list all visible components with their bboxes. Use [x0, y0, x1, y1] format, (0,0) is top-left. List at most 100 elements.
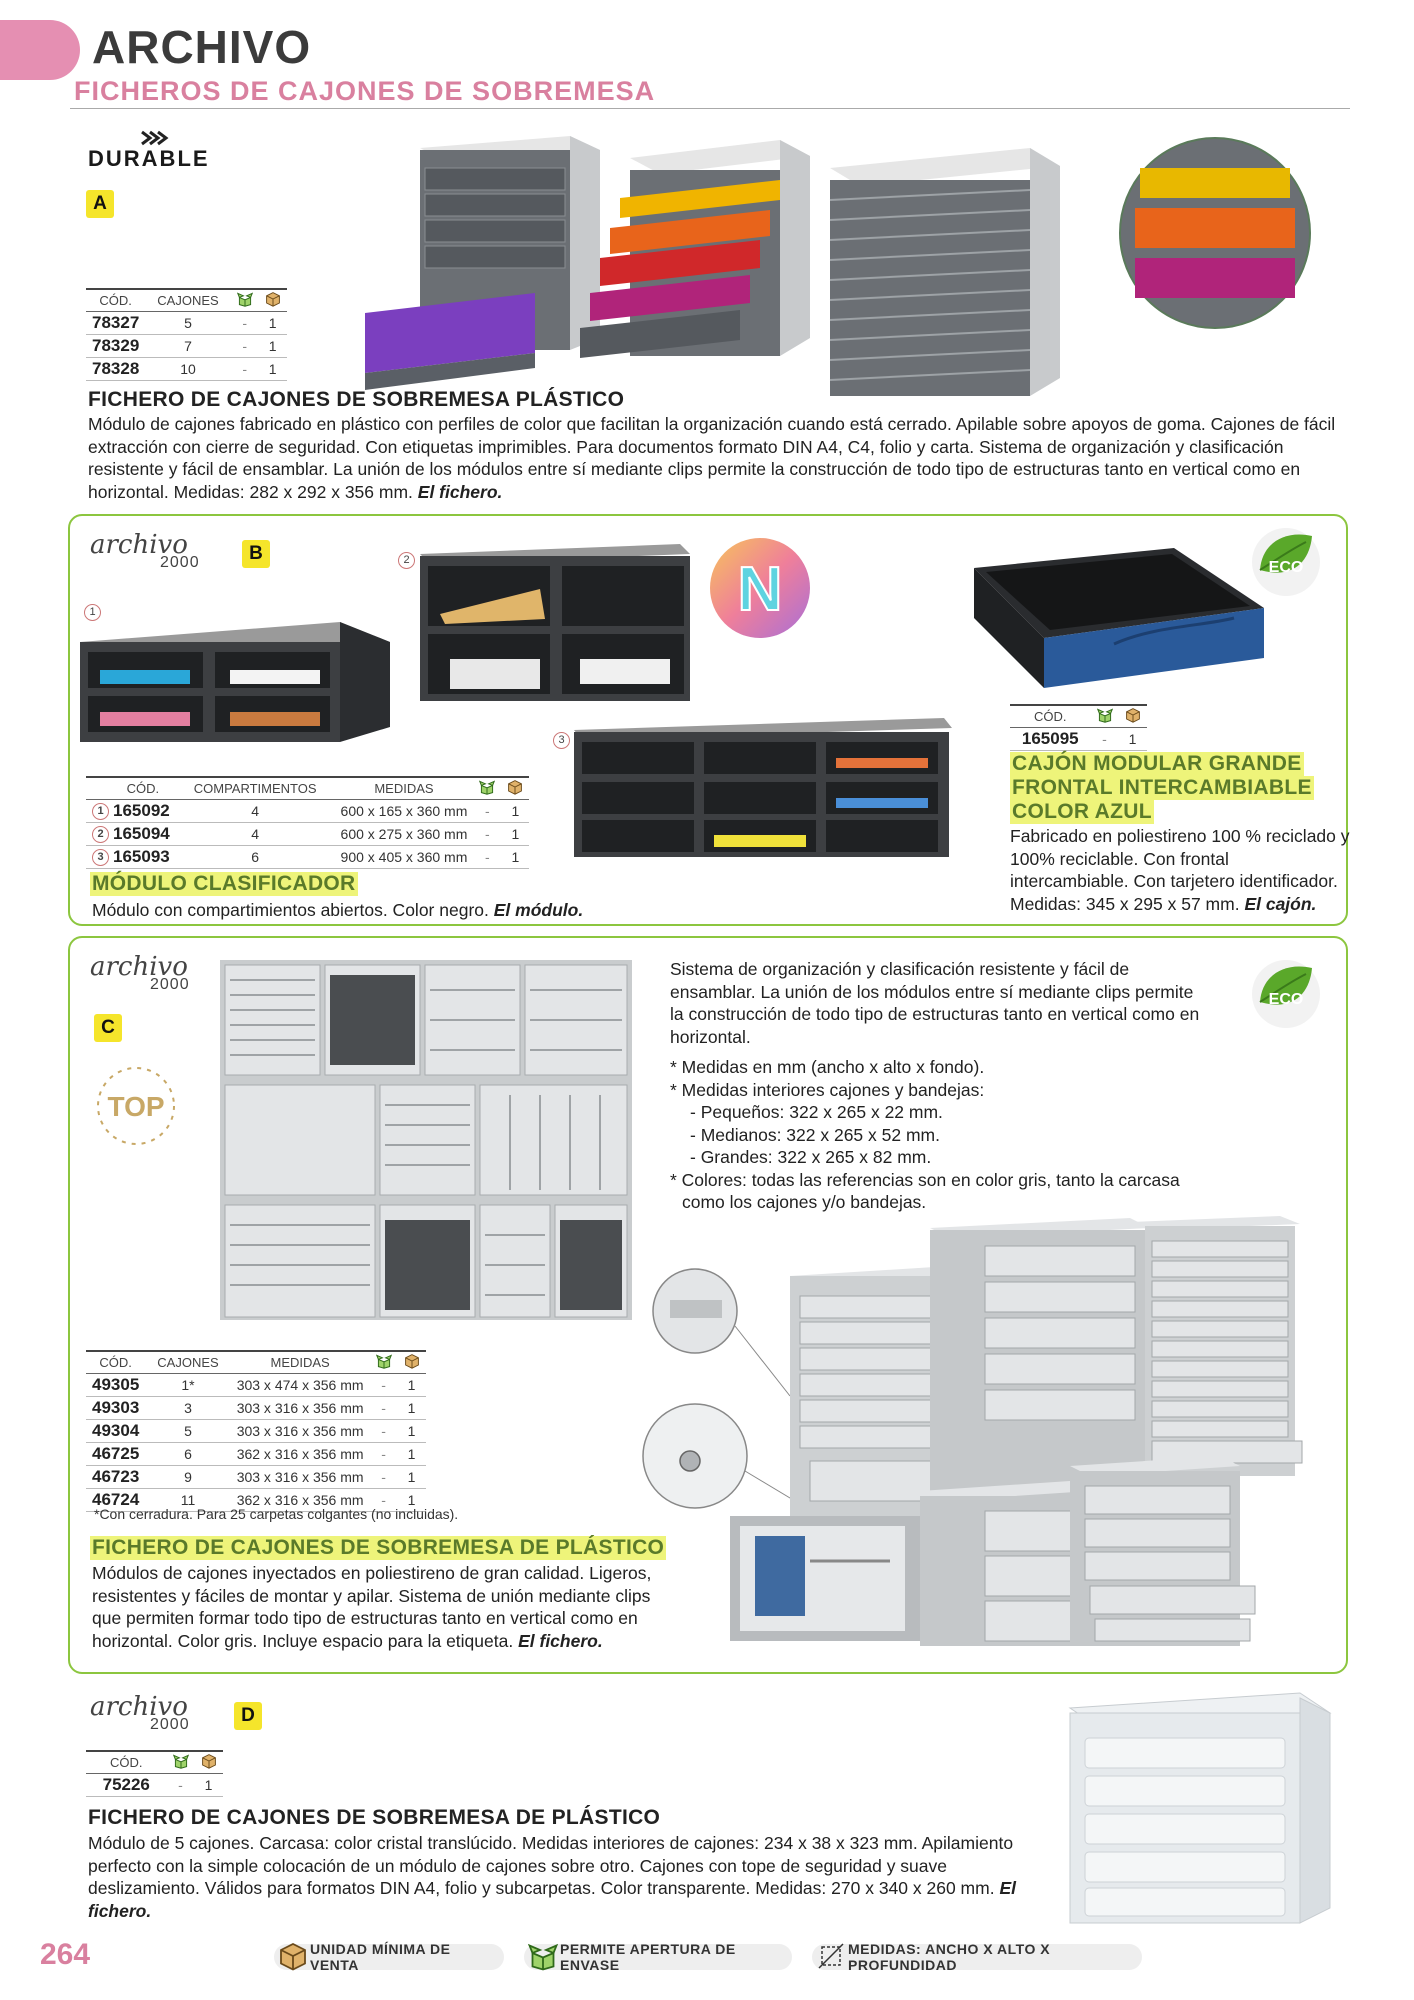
- section-b-description: Módulo con compartimientos abiertos. Col…: [92, 900, 584, 920]
- section-tab: [0, 20, 80, 80]
- grey-drawer-towers-image: [642, 1216, 1303, 1646]
- archivo2000-logo-b: archivo 2000: [90, 530, 200, 571]
- image-number-3: 3: [553, 732, 570, 749]
- col-cod: CÓD.: [86, 1750, 167, 1774]
- archivo2000-logo-c: archivo 2000: [90, 952, 190, 993]
- col-box: [1118, 704, 1147, 728]
- table-row: 46724 11 362 x 316 x 356 mm - 1: [86, 1488, 426, 1512]
- col-cajones: CAJONES: [145, 288, 231, 312]
- open-box-icon: [1097, 707, 1113, 723]
- open-box-icon: [479, 779, 495, 795]
- durable-brand-text: DURABLE: [88, 146, 210, 171]
- table-row: 75226 - 1: [86, 1773, 223, 1797]
- col-cod: CÓD.: [86, 776, 176, 800]
- box-icon: [1125, 707, 1141, 723]
- section-c-title: FICHERO DE CAJONES DE SOBREMESA DE PLÁST…: [90, 1536, 667, 1560]
- col-box: [397, 1350, 426, 1374]
- header-divider: [70, 108, 1350, 109]
- col-open-box: [1090, 704, 1119, 728]
- section-b-title: MÓDULO CLASIFICADOR: [90, 872, 358, 896]
- box-icon: [507, 779, 523, 795]
- page-number: 264: [40, 1938, 91, 1971]
- section-a-title: FICHERO DE CAJONES DE SOBREMESA PLÁSTICO: [88, 388, 625, 411]
- table-row: 78327 5 - 1: [86, 311, 287, 335]
- classifier-module-4-low-image: [80, 622, 390, 742]
- section-c-intro: Sistema de organización y clasificación …: [670, 959, 1200, 1047]
- col-medidas: MEDIDAS: [334, 776, 474, 800]
- durable-drawer-units-image: [365, 136, 1311, 396]
- section-d-code-table: CÓD. 75226 - 1: [86, 1750, 223, 1797]
- dimensions-icon: [818, 1943, 844, 1969]
- col-cajones: CAJONES: [145, 1350, 231, 1374]
- legend-dimensions: MEDIDAS: ANCHO X ALTO X PROFUNDIDAD: [812, 1941, 1142, 1973]
- box-icon: [404, 1353, 420, 1369]
- durable-logo-mark: [141, 130, 169, 146]
- drawer-description: Fabricado en poliestireno 100 % reciclad…: [1010, 826, 1350, 914]
- top-laurel-badge: TOP: [97, 1067, 175, 1145]
- classifier-module-4-high-image: [420, 544, 690, 701]
- section-c-box: [68, 936, 1348, 1674]
- table-row: 78329 7 - 1: [86, 334, 287, 358]
- drawer-title: CAJÓN MODULAR GRANDE FRONTAL INTERCAMBIA…: [1010, 752, 1314, 824]
- eco-badge-b: ECO: [1246, 520, 1326, 600]
- section-letter-c: C: [94, 1014, 122, 1042]
- open-box-icon: [237, 291, 253, 307]
- transparent-drawer-unit-image: [1068, 1692, 1332, 1924]
- table-row: 46725 6 362 x 316 x 356 mm - 1: [86, 1442, 426, 1466]
- stacked-grey-modules-image: [220, 960, 632, 1320]
- page-title: ARCHIVO: [92, 21, 312, 73]
- page-subtitle: FICHEROS DE CAJONES DE SOBREMESA: [74, 76, 656, 106]
- col-cod: CÓD.: [86, 288, 146, 312]
- table-row: 78328 10 - 1: [86, 357, 287, 381]
- section-c-description: Módulos de cajones inyectados en poliest…: [92, 1563, 652, 1651]
- section-d-description: Módulo de 5 cajones. Carcasa: color cris…: [88, 1833, 1016, 1921]
- new-badge: N: [710, 538, 810, 638]
- col-open-box: [473, 776, 502, 800]
- section-c-code-table: CÓD. CAJONES MEDIDAS 49305 1* 303 x 474 …: [86, 1350, 426, 1512]
- section-b-box: [68, 514, 1348, 926]
- table-row: 49305 1* 303 x 474 x 356 mm - 1: [86, 1373, 426, 1397]
- col-cod: CÓD.: [86, 1350, 146, 1374]
- row-number: 3: [92, 849, 109, 867]
- box-icon: [265, 291, 281, 307]
- table-row: 165095 - 1: [1010, 727, 1147, 751]
- open-box-icon: [376, 1353, 392, 1369]
- legend-minimum-unit: UNIDAD MÍNIMA DE VENTA: [274, 1941, 504, 1973]
- open-box-icon: [173, 1753, 189, 1769]
- section-d-title: FICHERO DE CAJONES DE SOBREMESA DE PLÁST…: [88, 1806, 661, 1829]
- row-number: 1: [92, 803, 109, 821]
- section-letter-d: D: [234, 1702, 262, 1730]
- table-row: 49304 5 303 x 316 x 356 mm - 1: [86, 1419, 426, 1443]
- top-badge-label: TOP: [107, 1091, 164, 1122]
- archivo2000-logo-d: archivo 2000: [90, 1692, 190, 1733]
- eco-badge-label: ECO: [1269, 991, 1304, 1008]
- image-number-2: 2: [398, 552, 415, 569]
- box-icon: [278, 1941, 308, 1971]
- durable-logo: DURABLE: [86, 130, 222, 173]
- section-letter-b: B: [242, 540, 270, 568]
- col-open-box: [166, 1750, 195, 1774]
- col-cod: CÓD.: [1010, 704, 1091, 728]
- drawer-code-table: CÓD. 165095 - 1: [1010, 704, 1147, 751]
- col-open-box: [230, 288, 259, 312]
- section-letter-a: A: [86, 190, 114, 218]
- eco-badge-c: ECO: [1246, 952, 1326, 1032]
- open-box-icon: [528, 1941, 558, 1971]
- eco-badge-label: ECO: [1269, 559, 1304, 576]
- box-icon: [201, 1753, 217, 1769]
- col-compartimentos: COMPARTIMENTOS: [175, 776, 335, 800]
- section-c-notes: * Medidas en mm (ancho x alto x fondo). …: [670, 1057, 1180, 1212]
- table-row: 46723 9 303 x 316 x 356 mm - 1: [86, 1465, 426, 1489]
- section-a-description: Módulo de cajones fabricado en plástico …: [88, 414, 1336, 502]
- table-row: 49303 3 303 x 316 x 356 mm - 1: [86, 1396, 426, 1420]
- col-medidas: MEDIDAS: [230, 1350, 370, 1374]
- col-box: [501, 776, 530, 800]
- col-open-box: [369, 1350, 398, 1374]
- section-a-code-table: CÓD. CAJONES 78327 5 - 1 78329 7 - 1 783…: [86, 288, 287, 381]
- legend-open-package: PERMITE APERTURA DE ENVASE: [524, 1941, 792, 1973]
- row-number: 2: [92, 826, 109, 844]
